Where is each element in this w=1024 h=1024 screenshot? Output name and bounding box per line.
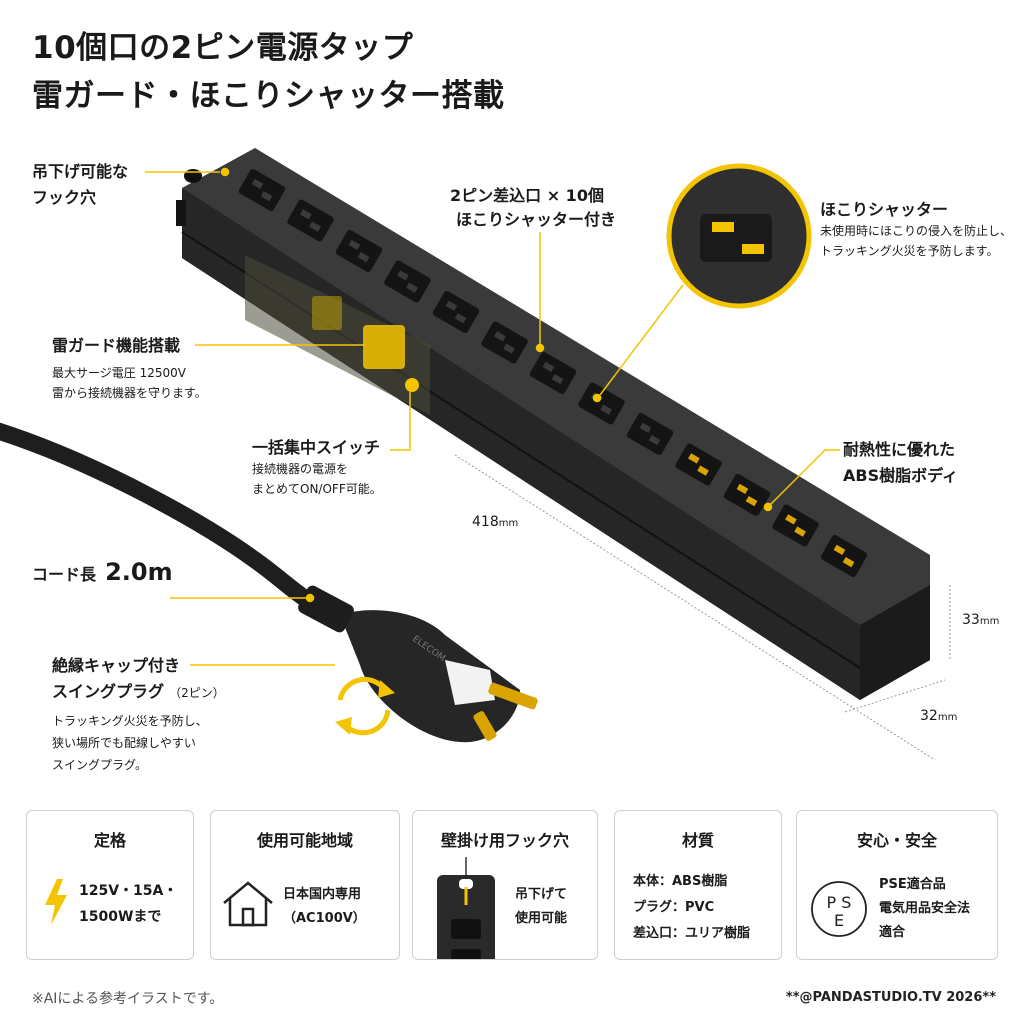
page-title-line1: 10個口の2ピン電源タップ [32,30,414,66]
house-icon [223,881,273,927]
card-line: 差込口：ユリア樹脂 [633,926,751,941]
card-line: PSE適合品 [879,877,946,892]
spec-card-rating: 定格 125V・15A・ 1500Wまで [26,810,194,960]
shutter-callout-title: ほこりシャッター [820,200,949,219]
body-callout-line1: 耐熱性に優れた [843,440,956,459]
surge-callout-line2: 雷から接続機器を守ります。 [52,386,207,400]
plug-blade-2 [473,711,497,741]
shutter-callout-line1: 未使用時にほこりの侵入を防止し、 [820,224,1013,238]
card-title: 壁掛け用フック穴 [440,831,569,850]
surge-callout-line1: 最大サージ電圧 12500V [52,366,186,380]
dimension-lines [454,454,951,761]
svg-text:P S: P S [827,893,852,912]
card-line: 使用可能 [515,911,568,927]
plug-callout-line2-wrap: スイングプラグ （2ピン） [52,680,225,704]
dimension-length: 418mm [472,514,519,530]
switch-callout-line1: 接続機器の電源を [252,462,349,476]
plug-callout-line2: スイングプラグ [52,682,165,701]
hook-tap-icon [437,857,495,959]
card-line: プラグ：PVC [633,900,715,915]
outlet [287,199,334,242]
surge-chip [363,325,405,369]
footer-credit: **@PANDASTUDIO.TV 2026** [785,990,996,1005]
svg-text:E: E [834,911,844,930]
card-line: 吊下げて [515,887,568,902]
card-line: 日本国内専用 [283,887,362,902]
card-line: （AC100V） [283,911,366,927]
swing-plug: ELECOM [298,585,538,743]
outlet [772,504,819,547]
strip-end [860,585,930,700]
plug-callout-desc3: スイングプラグ。 [52,758,148,772]
outlet [481,321,528,364]
plug-callout-desc1: トラッキング火災を予防し、 [52,714,208,728]
lightning-icon [45,879,67,925]
dimension-width: 32mm [920,708,958,724]
pse-mark-icon: P S E [811,881,867,937]
cord-length-value: 2.0m [105,558,173,586]
cord-length-label: コード長 [32,565,97,584]
outlet [529,351,577,395]
switch-callout-title: 一括集中スイッチ [252,438,381,457]
card-title: 材質 [681,831,714,850]
callout-lines [145,167,840,666]
surge-callout-title: 雷ガード機能搭載 [52,336,181,355]
outlet [432,290,480,334]
spec-card-safety: 安心・安全 P S E PSE適合品 電気用品安全法 適合 [796,810,998,960]
power-strip-illustration: ELECOM [0,148,951,761]
card-line: 125V・15A・ [79,883,178,899]
card-line: 本体：ABS樹脂 [633,874,728,889]
cord-length-callout: コード長 2.0m [32,558,173,586]
hook-hole [184,169,202,183]
card-title: 使用可能地域 [256,831,353,850]
insulation-cap [445,660,495,705]
shutter-callout-line2: トラッキング火災を予防します。 [820,244,999,258]
footer-note: ※AIによる参考イラストです。 [32,991,224,1007]
hook-callout-line1: 吊下げ可能な [32,162,129,181]
spec-card-material: 材質 本体：ABS樹脂 プラグ：PVC 差込口：ユリア樹脂 [614,810,782,960]
outlets-callout-line1: 2ピン差込口 × 10個 [450,186,604,205]
plug-callout-suffix: （2ピン） [169,686,225,700]
plug-blade-1 [488,682,538,710]
card-line: 1500Wまで [79,908,162,925]
outlet [675,443,722,486]
plug-callout-desc2: 狭い場所でも配線しやすい [52,736,196,750]
card-title: 定格 [93,831,126,850]
surge-module [245,255,430,415]
outlet [723,473,771,517]
switch-callout-line2: まとめてON/OFF可能。 [252,482,382,496]
outlet [626,412,674,456]
body-callout-line2: ABS樹脂ボディ [843,466,958,485]
page-title-line2: 雷ガード・ほこりシャッター搭載 [32,78,505,114]
spec-card-hook: 壁掛け用フック穴 吊下げて 使用可能 [412,810,598,960]
outlet [238,168,286,212]
hook-callout-line2: フック穴 [32,188,97,207]
outlet [335,229,383,273]
card-line: 電気用品安全法 [879,901,971,917]
outlet [384,260,431,303]
outlet [820,534,868,578]
plug-callout-line1: 絶縁キャップ付き [52,656,181,675]
power-cord [0,422,349,627]
outlets-callout-line2: ほこりシャッター付き [456,210,617,229]
spec-card-region: 使用可能地域 日本国内専用 （AC100V） [210,810,400,960]
card-line: 適合 [879,925,906,941]
card-title: 安心・安全 [856,831,937,850]
dimension-height: 33mm [962,612,1000,628]
